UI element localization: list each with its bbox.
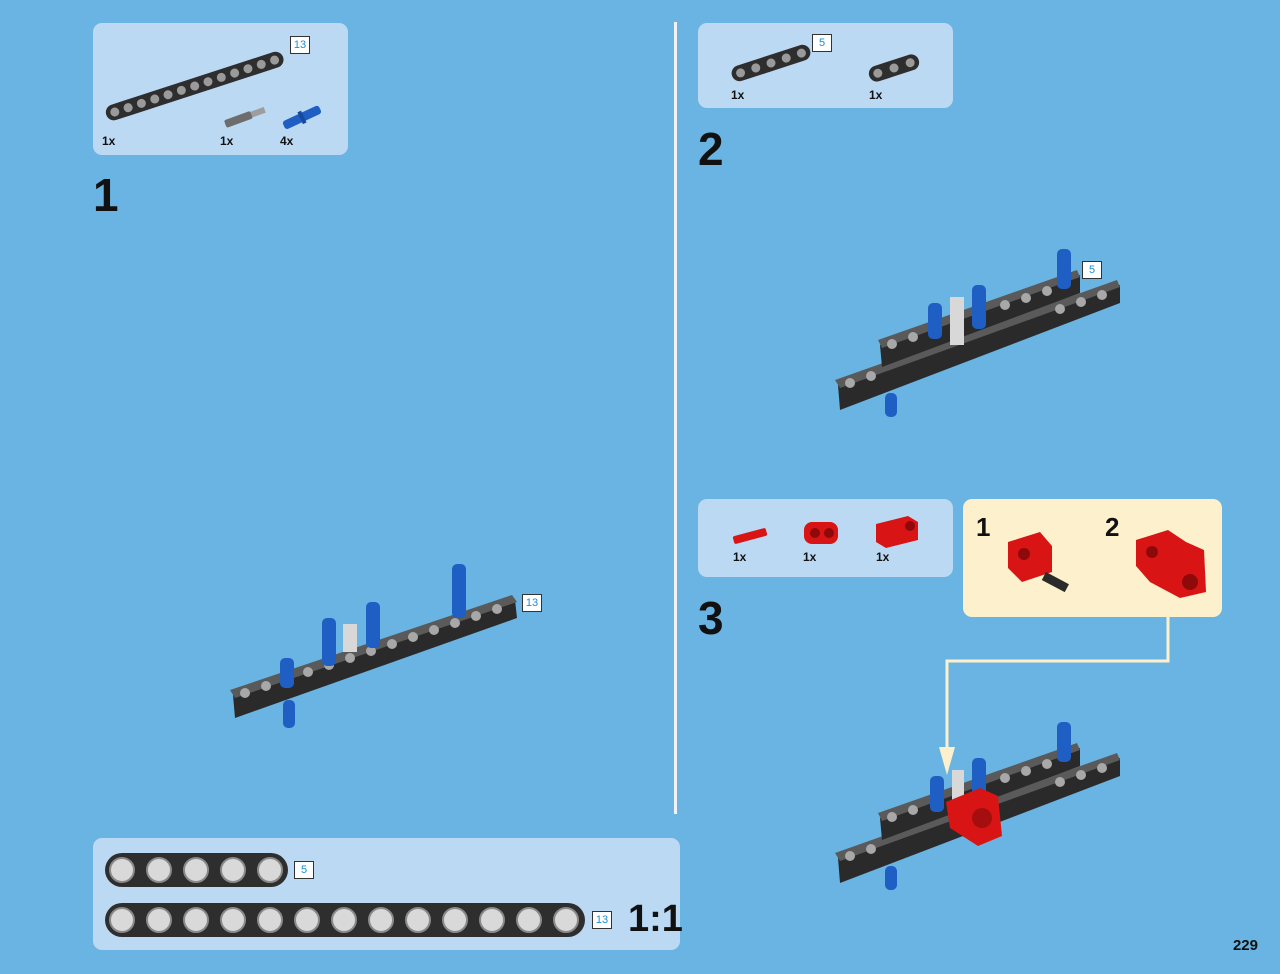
part-qty: 1x [102,134,116,148]
beam-length-tag: 5 [812,34,832,52]
beam-13-ruler [105,903,585,937]
beam-13-part-icon [105,51,284,121]
sub-step-number: 1 [976,512,991,542]
model-length-tag: 13 [522,594,542,612]
beam-length-tag: 13 [290,36,310,54]
part-qty: 1x [733,550,747,564]
beam-long-length-tag: 13 [592,911,612,929]
part-qty: 1x [876,550,890,564]
step-3-assembly-illustration [835,722,1120,890]
beam-5-part-icon [731,44,811,82]
sub-step-1-illustration [1008,532,1069,593]
sub-step-2-illustration [1136,530,1206,598]
step-number: 3 [698,592,724,644]
beam-short-length-tag: 5 [294,861,314,879]
axle-pin-part-icon [224,106,266,128]
model-length-tag: 5 [1082,261,1102,279]
step-number: 1 [93,169,119,221]
red-axle-pin-part-icon [732,528,768,544]
part-qty: 1x [731,88,745,102]
part-qty: 1x [803,550,817,564]
part-qty: 1x [220,134,234,148]
beam-3-part-icon [868,54,920,82]
blue-pin-part-icon [282,105,322,129]
red-connector-part-icon [804,522,838,544]
red-bracket-part-icon [876,516,918,548]
page-divider [674,22,677,814]
part-qty: 4x [280,134,294,148]
step-number: 2 [698,123,724,175]
step-1-assembly-illustration [230,564,517,728]
page-number: 229 [1232,937,1258,954]
step-2-assembly-illustration [835,249,1120,417]
beam-5-ruler [105,853,288,887]
scale-label: 1:1 [628,898,683,940]
callout-connector-arrow [939,617,1170,775]
sub-step-number: 2 [1105,512,1120,542]
part-qty: 1x [869,88,883,102]
